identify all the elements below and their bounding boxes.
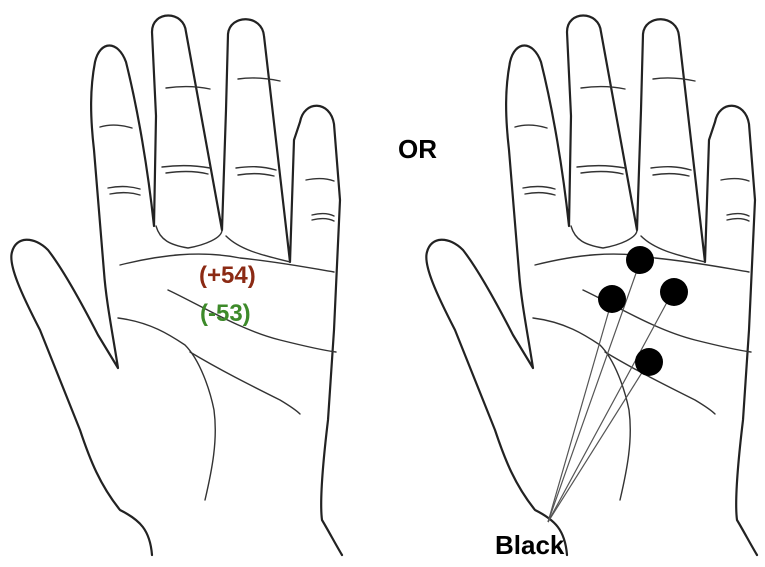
pointer-line-1: [548, 262, 640, 522]
pointer-line-4: [548, 363, 648, 522]
marker-dot-2: [598, 285, 626, 313]
marker-dot-3: [660, 278, 688, 306]
marker-caption: Black: [495, 530, 564, 561]
pointer-line-3: [548, 293, 672, 522]
or-separator: OR: [398, 134, 437, 165]
marker-dot-4: [635, 348, 663, 376]
right-hand-drawing: [426, 16, 757, 556]
marker-dot-1: [626, 246, 654, 274]
positive-value-label: (+54): [199, 262, 256, 290]
left-hand-drawing: [11, 16, 342, 556]
negative-value-label: (-53): [200, 300, 251, 328]
